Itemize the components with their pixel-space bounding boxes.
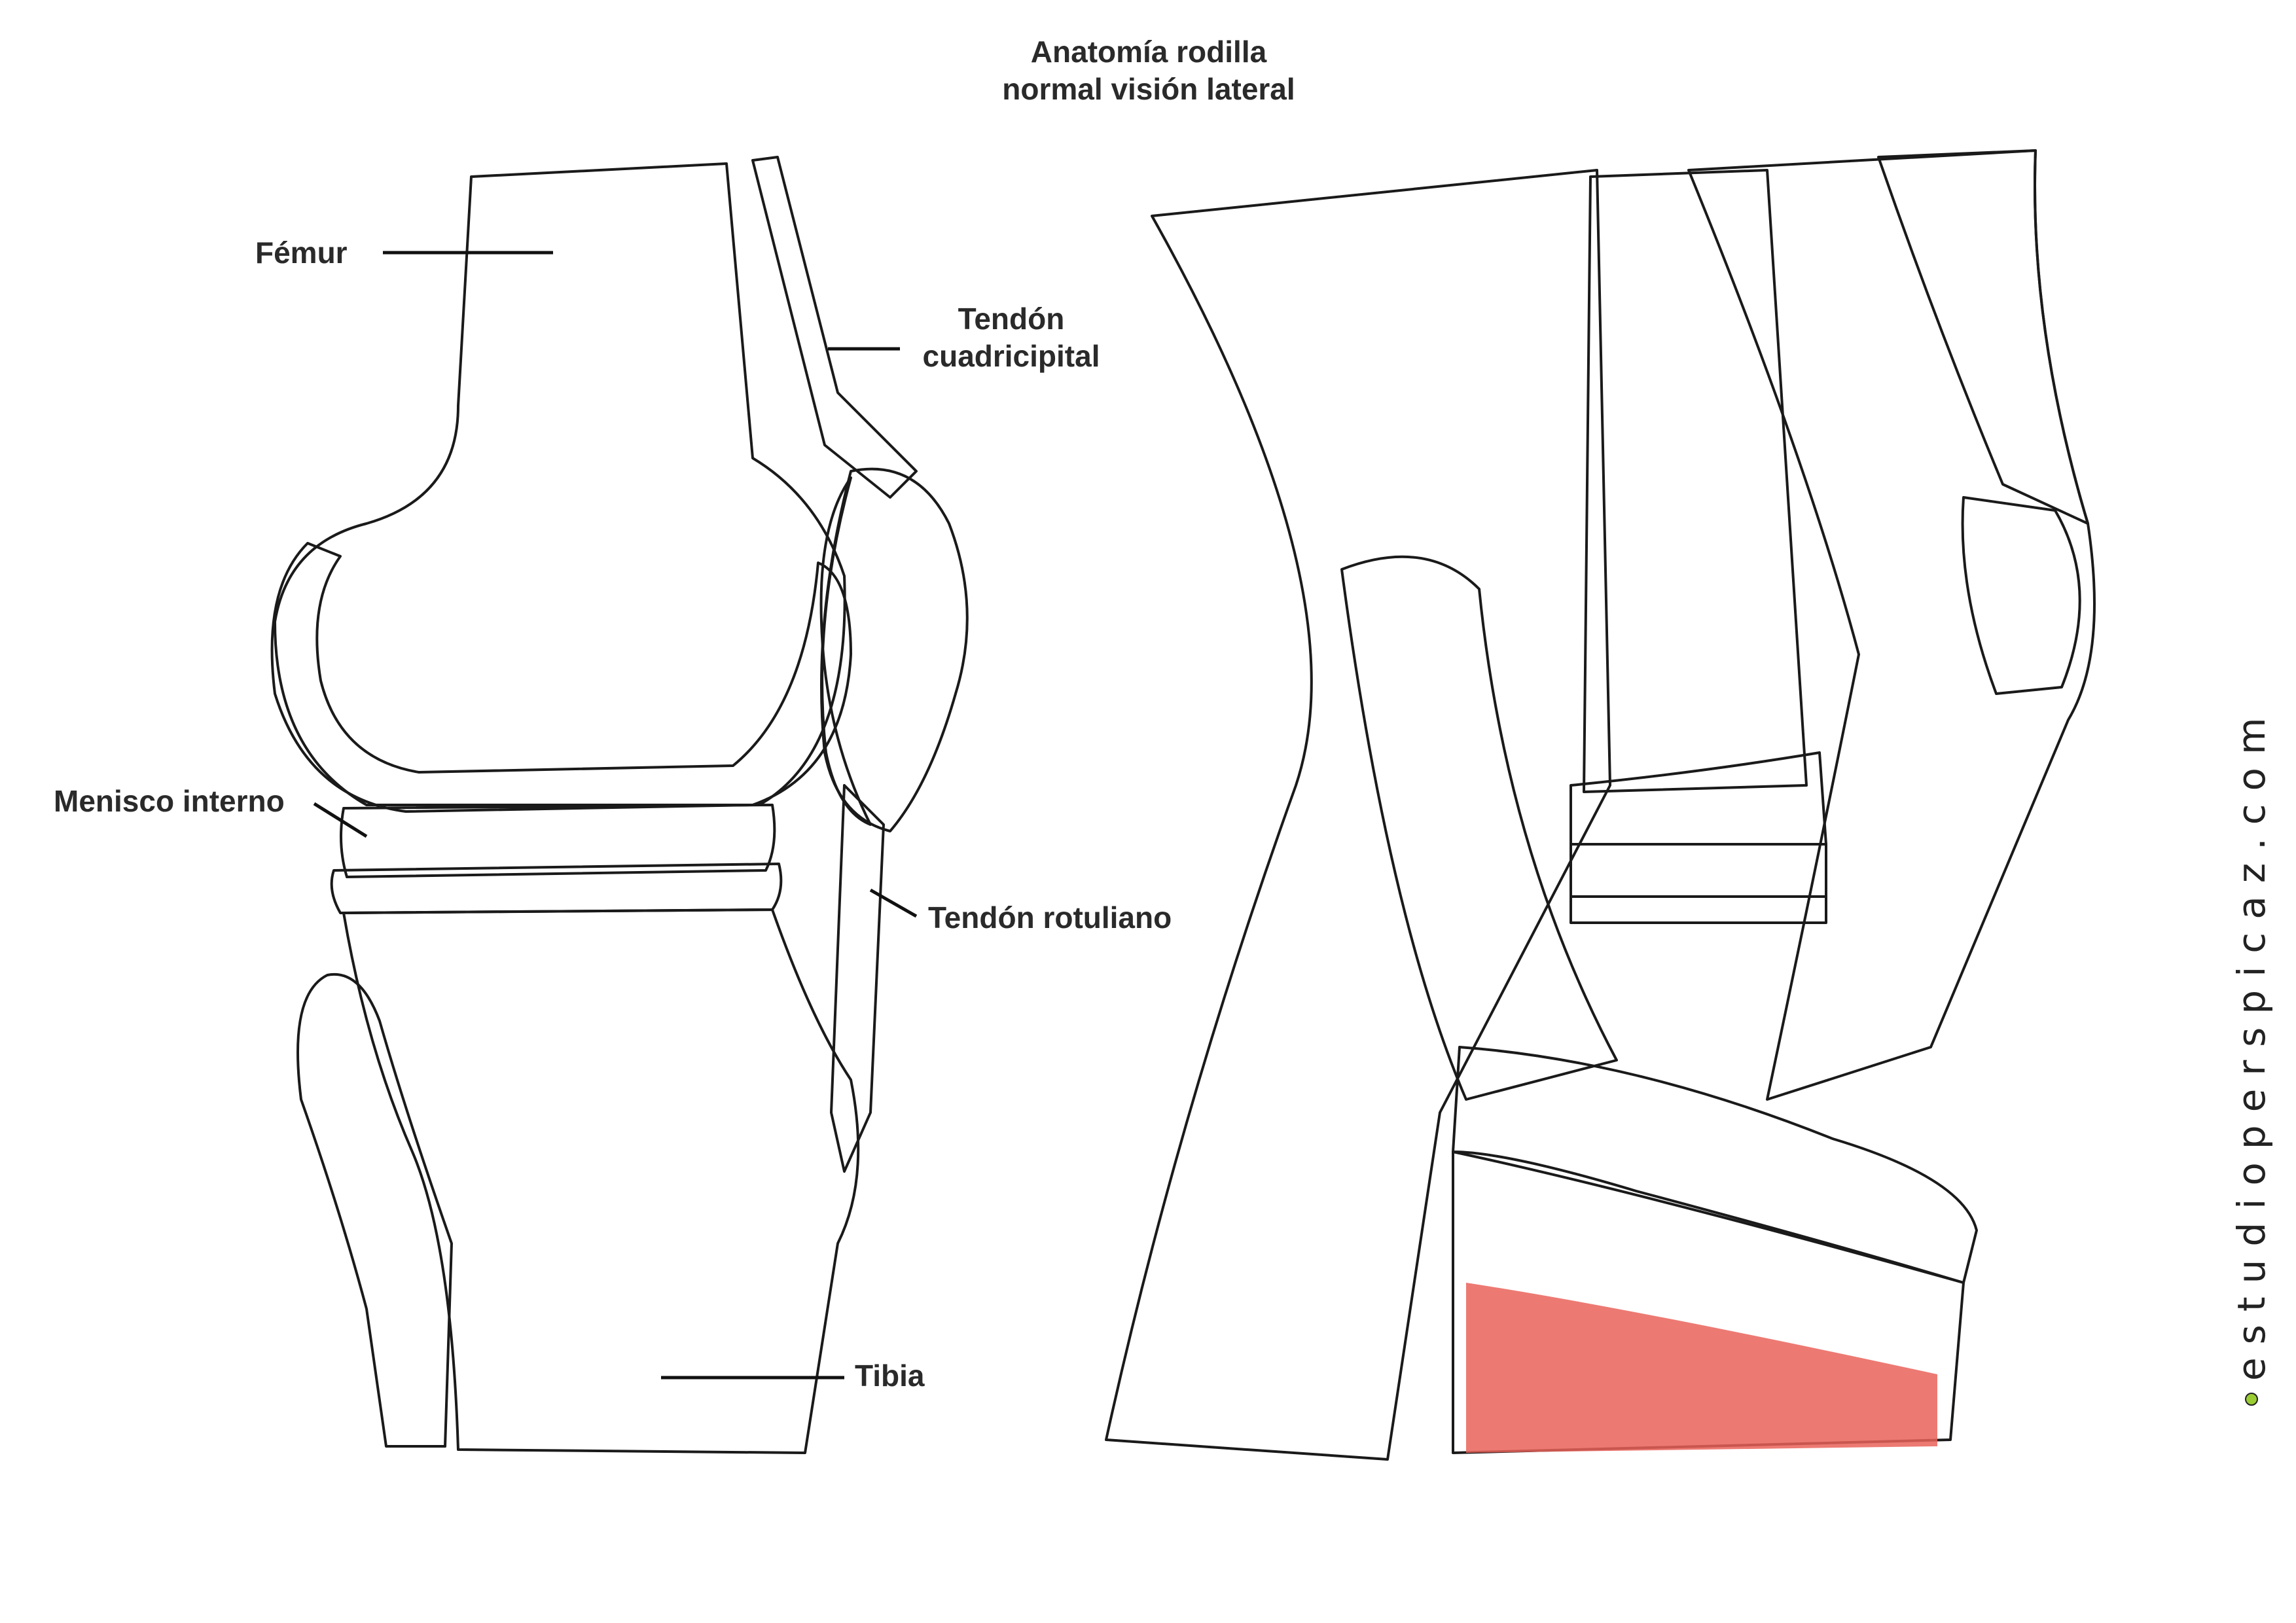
label-menisco-interno: Menisco interno [54, 784, 285, 818]
vastus-muscle-right-shape [1877, 149, 2089, 525]
tibia-shape [342, 908, 860, 1454]
right-cartilage-upper-shape [1570, 751, 1827, 846]
femur-shape [274, 162, 846, 806]
tibial-band-shape [1452, 1046, 1978, 1284]
watermark-dot-icon [2245, 1393, 2258, 1406]
right-cartilage-lower-shape [1570, 895, 1827, 924]
label-tibia: Tibia [855, 1359, 925, 1393]
knee-muscle-illustration [1105, 149, 2096, 1461]
right-patella-shape [1961, 496, 2081, 695]
meniscus-shape [340, 804, 776, 878]
title-line-2: normal visión lateral [1002, 72, 1295, 106]
right-meniscus-shape [1570, 843, 1827, 898]
quadriceps-tendon-right-shape [1687, 149, 2096, 1101]
lower-leg-muscle-shape [1466, 1283, 1937, 1453]
figure-title: Anatomía rodilla normal visión lateral [1002, 35, 1295, 106]
leader-tendon-rotuliano [869, 888, 918, 918]
patella-cartilage-shape [819, 476, 872, 826]
label-femur: Fémur [255, 236, 348, 270]
label-tendon-cuadricipital-2: cuadricipital [923, 339, 1100, 373]
watermark: estudioperspicaz.com [2229, 705, 2274, 1406]
label-tendon-cuadricipital-1: Tendón [958, 302, 1065, 336]
right-femur-shape [1583, 169, 1808, 793]
knee-bone-illustration [270, 156, 969, 1454]
hamstring-muscle-shape [1105, 169, 1611, 1461]
femoral-cartilage-shape [270, 542, 852, 813]
quadriceps-tendon-shape [751, 156, 918, 499]
iliotibial-band-shape [1340, 555, 1618, 1101]
fibula-shape [296, 972, 453, 1448]
title-line-1: Anatomía rodilla [1031, 35, 1267, 69]
left-figure-labels: Fémur Tendón cuadricipital Menisco inter… [54, 236, 1172, 1393]
watermark-text: estudioperspicaz.com [2229, 705, 2274, 1382]
label-tendon-rotuliano: Tendón rotuliano [928, 901, 1172, 935]
lower-leg-tendons-shape [1452, 1150, 1965, 1454]
leader-menisco-interno [313, 802, 368, 838]
